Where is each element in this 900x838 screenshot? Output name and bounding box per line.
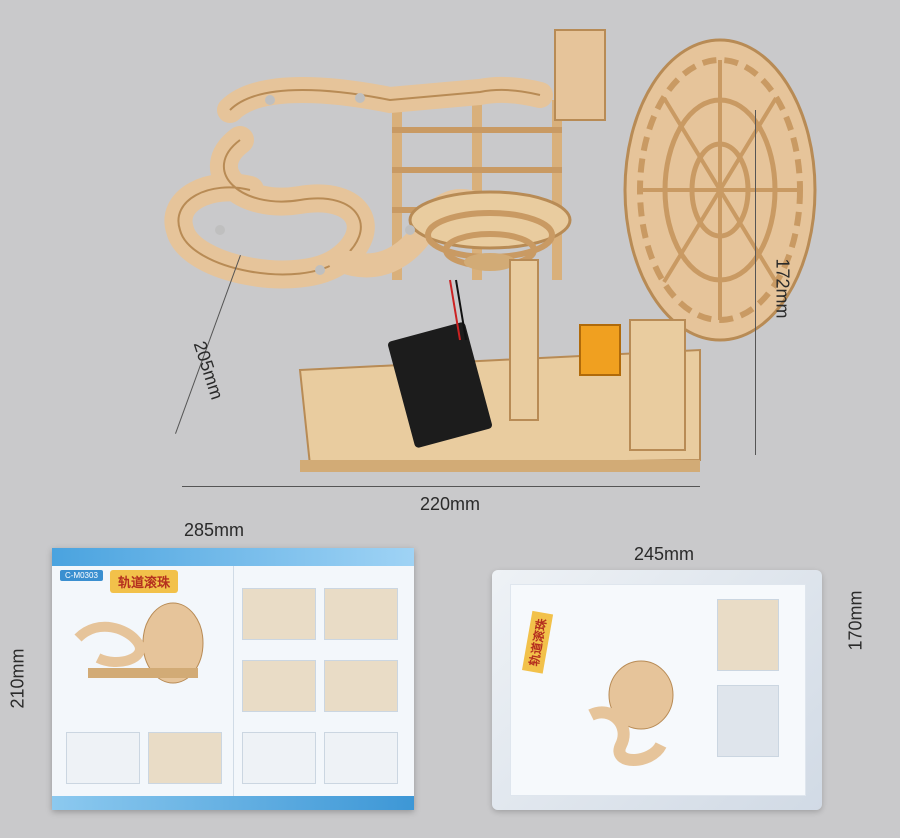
dim-label-booklet-width: 285mm: [184, 520, 245, 540]
booklet-badge: C-M0303: [60, 570, 103, 581]
dim-label-package-width: 245mm: [634, 544, 695, 564]
package-step: [717, 685, 779, 757]
dim-label-package-height: 170mm: [845, 590, 866, 651]
booklet-step: [66, 732, 140, 784]
dim-label-booklet-height: 210mm: [7, 648, 28, 709]
booklet-title: 轨道滚珠: [110, 570, 179, 593]
lift-column: [554, 29, 606, 121]
battery-box: [388, 322, 492, 448]
booklet-step: [242, 732, 316, 784]
dim-line-height: [755, 110, 756, 455]
motor: [579, 324, 621, 376]
booklet-step: [148, 732, 222, 784]
booklet-header-bar: [52, 548, 414, 566]
booklet-model-illustration: [74, 602, 204, 684]
gear-wheel: [623, 38, 817, 342]
base-edge: [300, 460, 700, 472]
booklet-step: [242, 660, 316, 712]
booklet-fold: [233, 566, 234, 796]
instruction-booklet: C-M0303 轨道滚珠: [52, 548, 414, 810]
package-model-illustration: [588, 660, 674, 766]
marble-run-model: [164, 29, 817, 472]
package-step: [717, 599, 779, 671]
booklet-footer-bar: [52, 796, 414, 810]
frame-post: [392, 100, 402, 280]
dim-label-width: 220mm: [420, 494, 481, 514]
package-card: [510, 584, 806, 796]
booklet-step: [324, 732, 398, 784]
spiral-bowl: [408, 190, 572, 250]
dim-label-height: 172mm: [772, 258, 793, 319]
booklet-step: [242, 588, 316, 640]
dim-line-width: [182, 486, 700, 487]
booklet-step: [324, 588, 398, 640]
side-panel: [629, 319, 686, 451]
side-panel: [509, 259, 539, 421]
frame-post: [552, 100, 562, 280]
booklet-step: [324, 660, 398, 712]
packaged-product: 轨道滚珠: [492, 570, 822, 810]
frame-post: [472, 100, 482, 280]
